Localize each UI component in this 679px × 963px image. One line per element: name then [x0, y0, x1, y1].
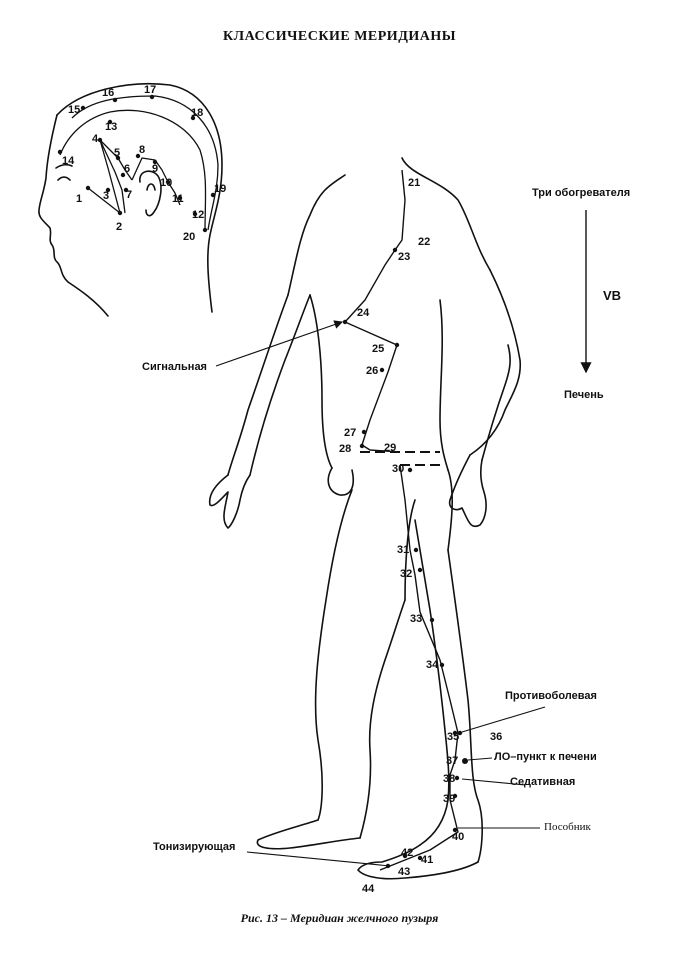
point-26: 26: [366, 365, 378, 377]
point-13: 13: [105, 121, 117, 133]
point-24: 24: [357, 307, 370, 319]
tonic-point-label: Тонизирующая: [153, 841, 236, 853]
point-1: 1: [76, 193, 82, 205]
point-25: 25: [372, 343, 384, 355]
flow-arrow: VB: [580, 210, 621, 374]
flow-from-label: Три обогревателя: [532, 187, 631, 199]
point-7: 7: [126, 189, 132, 201]
point-16: 16: [102, 87, 114, 99]
sedative-point-label: Седативная: [510, 776, 576, 788]
point-41: 41: [421, 854, 433, 866]
point-18: 18: [191, 107, 203, 119]
head-point-labels: 1 2 3 4 5 6 7 8 9 10 11 12 13 14 15 16 1…: [62, 84, 226, 243]
point-39: 39: [443, 793, 455, 805]
point-19: 19: [214, 183, 226, 195]
head-point-markers: [57, 94, 216, 233]
point-44: 44: [362, 883, 375, 895]
head-outline: [38, 82, 223, 317]
point-32: 32: [400, 568, 412, 580]
point-40: 40: [452, 831, 464, 843]
point-21: 21: [408, 177, 420, 189]
point-11: 11: [172, 193, 184, 205]
point-38: 38: [443, 773, 455, 785]
point-6: 6: [124, 163, 130, 175]
point-20: 20: [183, 231, 195, 243]
point-33: 33: [410, 613, 422, 625]
point-4: 4: [92, 133, 99, 145]
point-3: 3: [103, 190, 109, 202]
point-37: 37: [446, 755, 458, 767]
meridian-code: VB: [603, 288, 621, 303]
point-2: 2: [116, 221, 122, 233]
point-9: 9: [152, 163, 158, 175]
head-meridian-line: [59, 95, 219, 233]
point-28: 28: [339, 443, 351, 455]
point-43: 43: [398, 866, 410, 878]
body-meridian-line: [344, 169, 459, 871]
point-27: 27: [344, 427, 356, 439]
helper-point-label: Пособник: [544, 821, 591, 833]
point-29: 29: [384, 442, 396, 454]
point-42: 42: [401, 847, 413, 859]
point-15: 15: [68, 104, 80, 116]
point-23: 23: [398, 251, 410, 263]
lo-point-label: ЛО–пункт к печени: [494, 751, 597, 763]
body-outline: [208, 157, 522, 880]
point-14: 14: [62, 155, 75, 167]
point-17: 17: [144, 84, 156, 96]
body-point-markers: [342, 247, 468, 869]
signal-point-label: Сигнальная: [142, 361, 207, 373]
figure-caption: Рис. 13 – Меридиан желчного пузыря: [240, 911, 439, 925]
flow-to-label: Печень: [564, 389, 604, 401]
antipain-point-label: Противоболевая: [505, 690, 597, 702]
point-10: 10: [160, 177, 172, 189]
page-title: КЛАССИЧЕСКИЕ МЕРИДИАНЫ: [223, 29, 456, 44]
point-30: 30: [392, 463, 404, 475]
point-22: 22: [418, 236, 430, 248]
leader-lines: [215, 320, 546, 867]
point-35: 35: [447, 731, 459, 743]
point-5: 5: [114, 147, 120, 159]
point-31: 31: [397, 544, 409, 556]
point-34: 34: [426, 659, 439, 671]
point-12: 12: [192, 209, 204, 221]
body-point-labels: 21 22 23 24 25 26 27 28 29 30 31 32 33 3…: [339, 177, 502, 895]
point-36: 36: [490, 731, 502, 743]
point-8: 8: [139, 144, 145, 156]
